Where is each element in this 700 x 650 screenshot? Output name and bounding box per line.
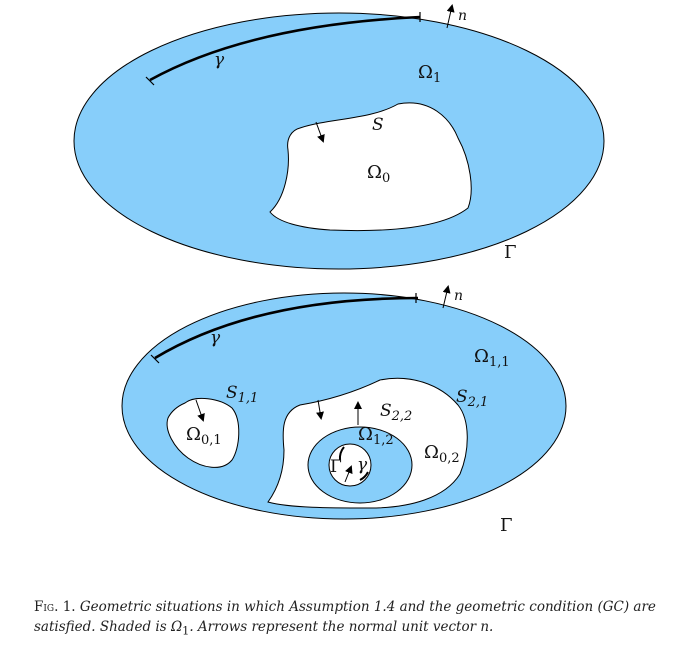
bottom-hole-omega01 [166,397,240,468]
top-omega1-label: Ω1 [418,62,441,86]
bottom-inner-arrow [344,465,353,483]
bottom-inner-gamma-label: γ [357,455,368,475]
bottom-domain: γ n Ω1,1 S1,1 Ω0,1 S2,2 S2,1 Ω1,2 Ω0,2 Γ… [121,285,567,536]
bottom-omega11-label: Ω1,1 [474,346,510,370]
bottom-S11-label: S1,1 [226,383,258,406]
bottom-omega02-label: Ω0,2 [424,442,460,466]
top-S-arrow [315,121,325,143]
bottom-normal-arrow [442,285,451,309]
bottom-inner-gamma-arc-2 [359,471,369,481]
top-omega0-label: Ω0 [367,162,390,186]
bottom-omega12-label: Ω1,2 [358,424,394,448]
bottom-inner-Gamma-label: Γ [330,457,342,477]
bottom-omega01-label: Ω0,1 [186,424,222,448]
top-gamma-label: γ [214,50,225,70]
bottom-gamma-tick-left [150,354,160,364]
top-normal-arrow [446,4,455,29]
bottom-gamma-arc [154,296,419,360]
top-Gamma-label: Γ [504,242,517,263]
bottom-gamma-label: γ [210,328,221,348]
bottom-S11-arrow [195,399,205,422]
geometry-figure: γ n Ω1 S Ω0 Γ γ n Ω1,1 S1,1 Ω0,1 S2,2 S2… [73,4,605,536]
caption-text: Geometric situations in which Assumption… [34,599,656,635]
bottom-S22-label: S2,2 [380,401,412,424]
bottom-Gamma-label: Γ [500,515,513,536]
bottom-S21-label: S2,1 [456,387,488,410]
top-gamma-arc [149,15,421,82]
bottom-inner-gamma-arc [338,446,345,461]
caption-fig-label: Fig. 1. [34,599,76,615]
top-S-label: S [372,115,384,135]
top-gamma-tick-left [145,76,155,86]
figure-caption: Fig. 1. Geometric situations in which As… [34,597,684,642]
caption-tail: . Arrows represent the normal unit vecto… [189,619,494,635]
bottom-n-label: n [454,288,463,304]
top-n-label: n [458,8,467,24]
bottom-S21-arrow [316,399,324,420]
caption-sub: 1 [182,624,190,638]
top-domain: γ n Ω1 S Ω0 Γ [73,4,605,270]
